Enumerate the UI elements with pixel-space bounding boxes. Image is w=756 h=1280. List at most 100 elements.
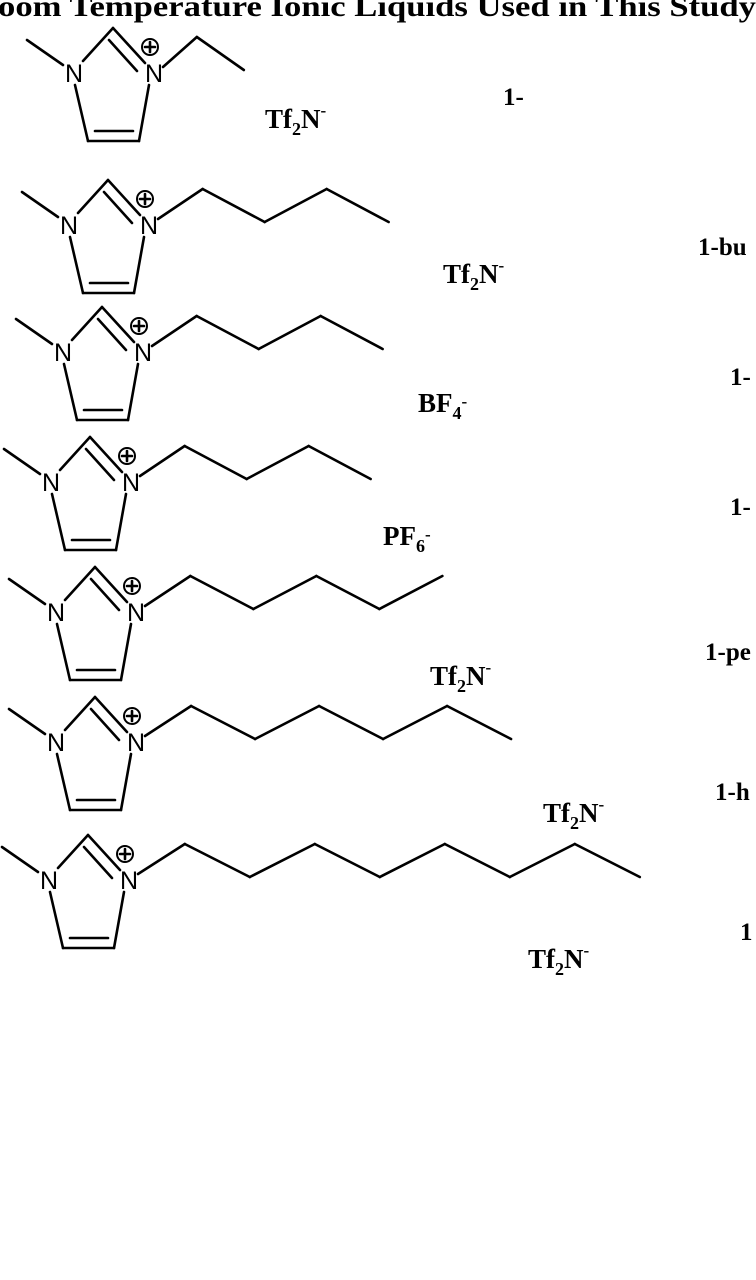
nitrogen-atom: N [54, 339, 72, 367]
bond-line [100, 305, 136, 344]
positive-charge-icon [136, 190, 154, 208]
alkyl-chain-bond [508, 842, 577, 879]
alkyl-chain-bond [325, 187, 390, 224]
double-bond-line [102, 190, 134, 225]
anion-formula: Tf2N- [543, 795, 605, 833]
bond-line [111, 26, 147, 65]
double-bond-line [89, 707, 121, 742]
compound-name-label: 1-bu [698, 234, 747, 261]
nitrogen-atom: N [122, 469, 140, 497]
positive-charge-icon [123, 577, 141, 595]
anion-formula: Tf2N- [430, 658, 492, 696]
anion-subscript: 2 [570, 813, 579, 833]
compound-name-label: 1 [740, 919, 753, 946]
alkyl-chain-bond [445, 704, 513, 741]
anion-charge: - [462, 392, 468, 411]
bond-line [106, 178, 142, 217]
anion-base: Tf [265, 104, 293, 134]
bond-line [88, 435, 124, 474]
alkyl-chain-bond [315, 574, 381, 611]
anion-charge: - [584, 941, 590, 960]
anion-tail: N [579, 798, 599, 828]
alkyl-chain-bond [252, 574, 318, 611]
positive-charge-icon [118, 447, 136, 465]
alkyl-chain-bond [307, 444, 372, 481]
bond-line [114, 492, 128, 552]
positive-charge-icon [123, 707, 141, 725]
nitrogen-atom: N [140, 212, 158, 240]
alkyl-chain-bond [381, 704, 449, 741]
anion-base: Tf [543, 798, 571, 828]
bond-line [137, 83, 151, 143]
double-bond-line [96, 317, 128, 352]
double-bond-line [82, 845, 114, 880]
anion-base: PF [383, 521, 416, 551]
double-bond-line [84, 447, 116, 482]
alkyl-chain-bond [143, 704, 193, 738]
bond-line [48, 890, 65, 950]
positive-charge-icon [130, 317, 148, 335]
alkyl-chain-bond [138, 444, 186, 478]
alkyl-chain-bond [161, 35, 199, 69]
alkyl-chain-bond [183, 444, 248, 481]
anion-formula: BF4- [418, 388, 468, 423]
methyl-bond [20, 190, 60, 219]
nitrogen-atom: N [47, 599, 65, 627]
anion-formula: Tf2N- [265, 101, 327, 139]
alkyl-chain-bond [189, 704, 257, 741]
nitrogen-atom: N [60, 212, 78, 240]
alkyl-chain-bond [183, 842, 252, 879]
bond-line [76, 178, 110, 215]
compound-name-label: 1- [730, 494, 751, 521]
methyl-bond [25, 38, 65, 67]
bond-line [86, 833, 122, 872]
bond-line [58, 435, 92, 472]
nitrogen-atom: N [127, 729, 145, 757]
compound-name-label: 1- [503, 84, 524, 111]
alkyl-chain-bond [189, 574, 255, 611]
anion-charge: - [486, 658, 492, 677]
bond-line [55, 752, 72, 812]
bond-line [126, 362, 140, 422]
figure-title: oom Temperature Ionic Liquids Used in Th… [0, 0, 756, 23]
nitrogen-atom: N [145, 60, 163, 88]
alkyl-chain-bond [245, 444, 310, 481]
anion-tail: N [479, 259, 499, 289]
bond-line [56, 833, 90, 870]
alkyl-chain-bond [195, 314, 260, 351]
bond-line [62, 362, 79, 422]
nitrogen-atom: N [40, 867, 58, 895]
anion-formula: Tf2N- [528, 941, 590, 979]
bond-line [93, 695, 129, 734]
bond-line [81, 26, 115, 63]
anion-tail: N [564, 944, 584, 974]
anion-subscript: 4 [453, 403, 462, 423]
nitrogen-atom: N [65, 60, 83, 88]
nitrogen-atom: N [134, 339, 152, 367]
anion-tail: N [301, 104, 321, 134]
bond-line [63, 695, 97, 732]
alkyl-chain-bond [156, 187, 204, 221]
positive-charge-icon [116, 845, 134, 863]
bond-line [55, 622, 72, 682]
alkyl-chain-bond [573, 842, 642, 879]
nitrogen-atom: N [120, 867, 138, 895]
methyl-bond [14, 317, 54, 346]
anion-base: Tf [430, 661, 458, 691]
bond-line [50, 492, 67, 552]
alkyl-chain-bond [317, 704, 385, 741]
methyl-bond [2, 447, 42, 476]
bond-line [93, 565, 129, 604]
anion-subscript: 2 [457, 676, 466, 696]
double-bond-line [89, 577, 121, 612]
methyl-bond [7, 707, 47, 736]
alkyl-chain-bond [257, 314, 322, 351]
methyl-bond [7, 577, 47, 606]
anion-formula: Tf2N- [443, 256, 505, 294]
alkyl-chain-bond [378, 842, 447, 879]
compound-name-label: 1-h [715, 779, 750, 806]
